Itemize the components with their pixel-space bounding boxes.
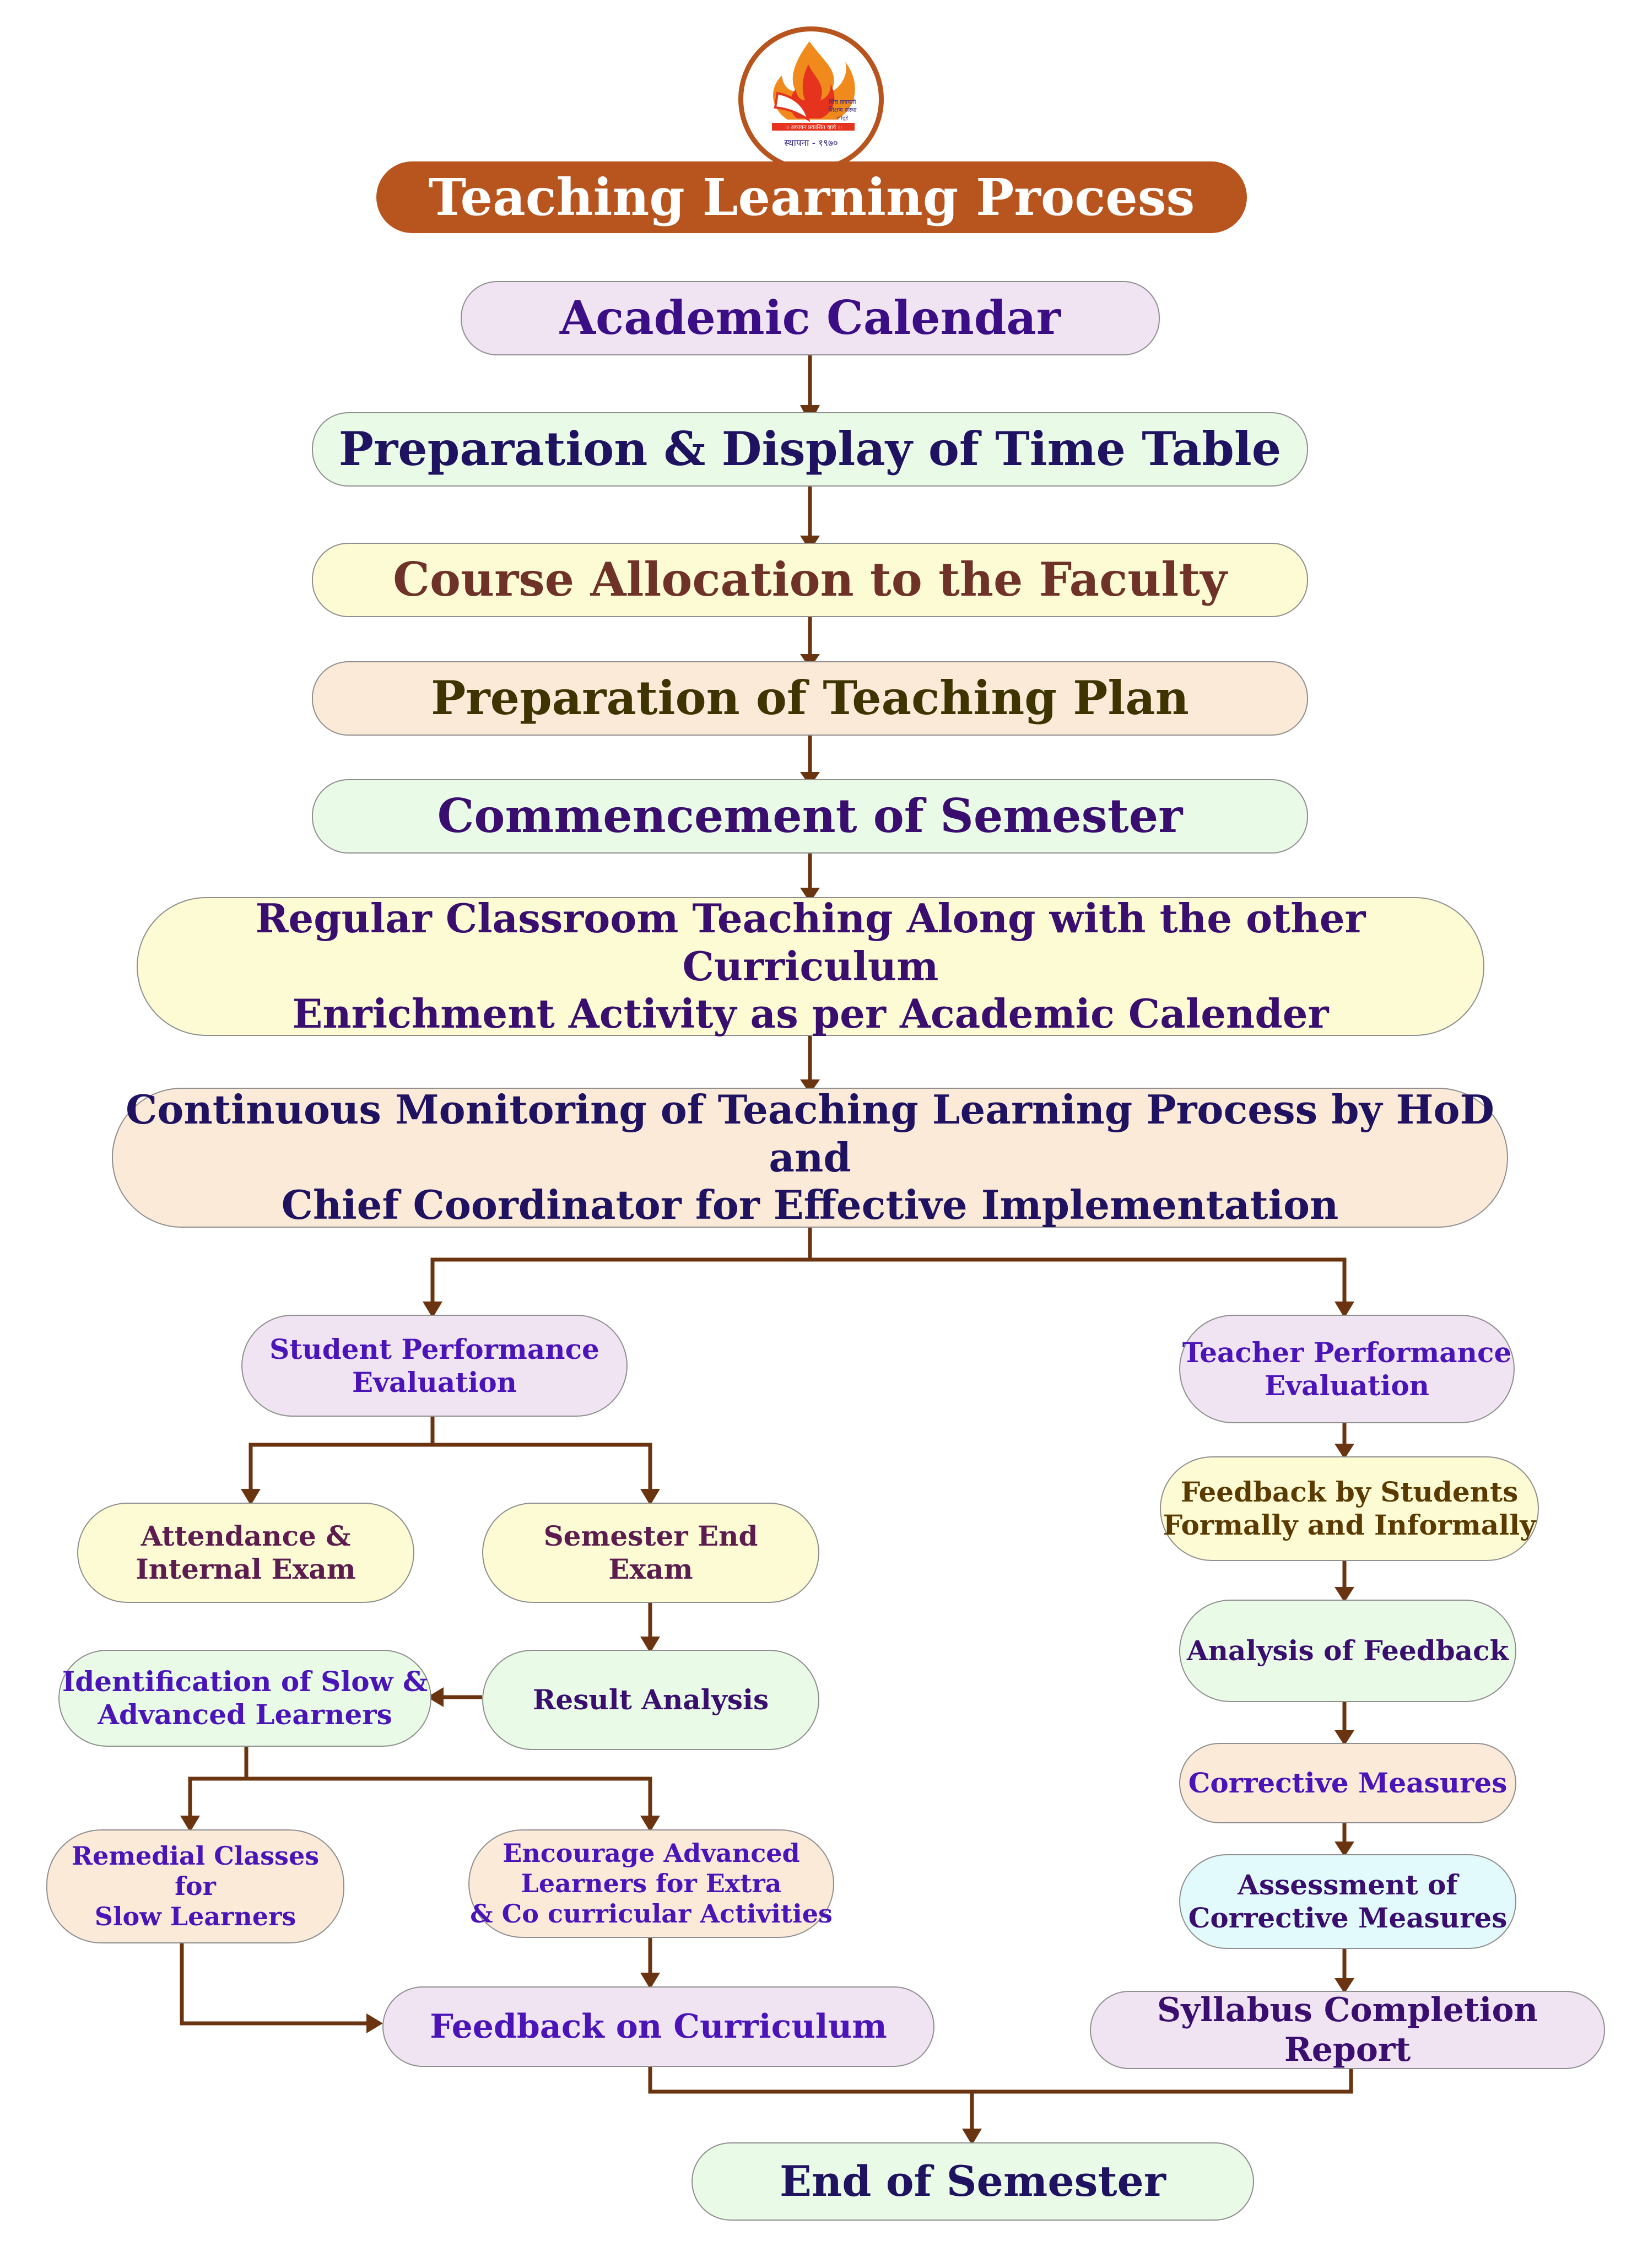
flame-logo-icon: शिव छत्रपती शिक्षण संस्था लातूर ।। अध्यय… [772,41,857,149]
node-corrective-measures-label: Corrective Measures [1188,1767,1508,1799]
node-attendance-line1: Attendance & [141,1520,351,1552]
node-student-eval-line1: Student Performance [269,1332,599,1365]
node-semester-end-exam-line1: Semester End [543,1520,758,1552]
node-commencement: Commencement of Semester [312,779,1308,854]
node-assessment: Assessment of Corrective Measures [1179,1854,1516,1949]
node-encourage-line1: Encourage Advanced [503,1838,800,1868]
node-assessment-line2: Corrective Measures [1188,1902,1508,1934]
node-analysis-feedback-label: Analysis of Feedback [1186,1634,1509,1667]
node-time-table: Preparation & Display of Time Table [312,412,1308,487]
node-academic-calendar: Academic Calendar [461,281,1160,355]
node-syllabus-report: Syllabus Completion Report [1090,1991,1605,2069]
node-regular-teaching-line2: Enrichment Activity as per Academic Cale… [292,990,1329,1038]
node-end-semester-label: End of Semester [780,2157,1166,2206]
logo-text-3: लातूर [836,114,849,122]
node-encourage: Encourage Advanced Learners for Extra & … [468,1829,834,1938]
node-course-allocation-label: Course Allocation to the Faculty [393,552,1227,607]
arrow-identification-remedial [188,1747,248,1816]
node-regular-teaching-line1: Regular Classroom Teaching Along with th… [255,895,1366,990]
institution-logo: शिव छत्रपती शिक्षण संस्था लातूर ।। अध्यय… [738,26,884,172]
arrowhead [640,1489,660,1505]
node-analysis-feedback: Analysis of Feedback [1179,1600,1516,1702]
logo-established: स्थापना - १९७० [784,138,838,149]
node-feedback-students: Feedback by Students Formally and Inform… [1160,1456,1539,1561]
node-monitoring-line2: Chief Coordinator for Effective Implemen… [281,1181,1339,1229]
arrowhead [640,1973,660,1989]
node-identification: Identification of Slow & Advanced Learne… [58,1650,431,1747]
arrowhead [180,1816,200,1832]
node-semester-end-exam: Semester End Exam [482,1503,819,1603]
node-teaching-plan: Preparation of Teaching Plan [312,661,1308,736]
arrowhead [800,888,820,903]
node-attendance-line2: Internal Exam [136,1553,356,1585]
node-commencement-label: Commencement of Semester [437,789,1183,844]
arrowhead [1335,1587,1354,1602]
arrowhead [366,2013,383,2033]
node-remedial-line1: Remedial Classes for [71,1840,320,1901]
arrowhead [241,1489,261,1505]
arrowhead [427,1687,444,1707]
node-syllabus-report-label: Syllabus Completion Report [1157,1991,1538,2069]
arrowhead [640,1637,660,1653]
node-identification-line2: Advanced Learners [98,1698,392,1731]
logo-text-1: शिव छत्रपती [829,99,856,106]
node-monitoring-line1: Continuous Monitoring of Teaching Learni… [126,1086,1494,1181]
arrow-remedial-feedback [180,1943,366,2026]
node-time-table-label: Preparation & Display of Time Table [338,422,1282,477]
node-regular-teaching: Regular Classroom Teaching Along with th… [137,895,1484,1038]
node-student-eval: Student Performance Evaluation [241,1315,628,1417]
node-teaching-plan-label: Preparation of Teaching Plan [431,671,1189,726]
node-remedial-line2: Slow Learners [94,1902,296,1932]
node-result-analysis: Result Analysis [482,1650,819,1750]
arrowhead [1335,1978,1354,1994]
arrowhead [1335,1302,1354,1318]
page-title: Teaching Learning Process [376,161,1247,233]
arrow-student-semend [433,1443,652,1489]
arrowhead [962,2129,982,2145]
node-feedback-curriculum: Feedback on Curriculum [382,1986,934,2067]
arrowhead [1335,1730,1354,1746]
node-encourage-line3: & Co curricular Activities [470,1899,833,1929]
node-teacher-eval: Teacher Performance Evaluation [1179,1315,1515,1423]
node-monitoring: Continuous Monitoring of Teaching Learni… [112,1086,1508,1229]
logo-text-2: शिक्षण संस्था [828,106,856,114]
arrowhead [640,1816,660,1832]
node-end-semester: End of Semester [691,2142,1254,2221]
arrow-identification-encourage [246,1776,652,1816]
node-encourage-line2: Learners for Extra [521,1868,782,1898]
arrow-monitoring-teacher [810,1257,1347,1302]
node-feedback-curriculum-label: Feedback on Curriculum [430,2007,887,2046]
node-student-eval-line2: Evaluation [352,1365,517,1398]
node-corrective-measures: Corrective Measures [1179,1743,1516,1823]
node-remedial: Remedial Classes for Slow Learners [46,1829,344,1943]
node-teacher-eval-line2: Evaluation [1264,1369,1430,1402]
node-teacher-eval-line1: Teacher Performance [1182,1336,1512,1369]
arrowhead [1335,1842,1354,1857]
arrowhead [800,1079,820,1094]
arrowhead [423,1302,442,1318]
merge-line [648,2067,1353,2094]
node-academic-calendar-label: Academic Calendar [559,290,1061,345]
arrow-monitoring-student [430,1228,812,1302]
node-result-analysis-label: Result Analysis [532,1683,769,1716]
logo-motto: ।। अध्ययन प्रकाशित व्हावे ।। [785,124,842,131]
arrow-student-attendance [248,1417,435,1489]
node-feedback-students-line2: Formally and Informally [1163,1509,1536,1541]
node-attendance: Attendance & Internal Exam [77,1503,414,1603]
node-assessment-line1: Assessment of [1238,1869,1458,1901]
arrowhead [1335,1444,1354,1459]
node-feedback-students-line1: Feedback by Students [1180,1476,1519,1508]
node-course-allocation: Course Allocation to the Faculty [312,543,1308,617]
node-semester-end-exam-line2: Exam [608,1553,693,1585]
node-identification-line1: Identification of Slow & [62,1665,428,1698]
